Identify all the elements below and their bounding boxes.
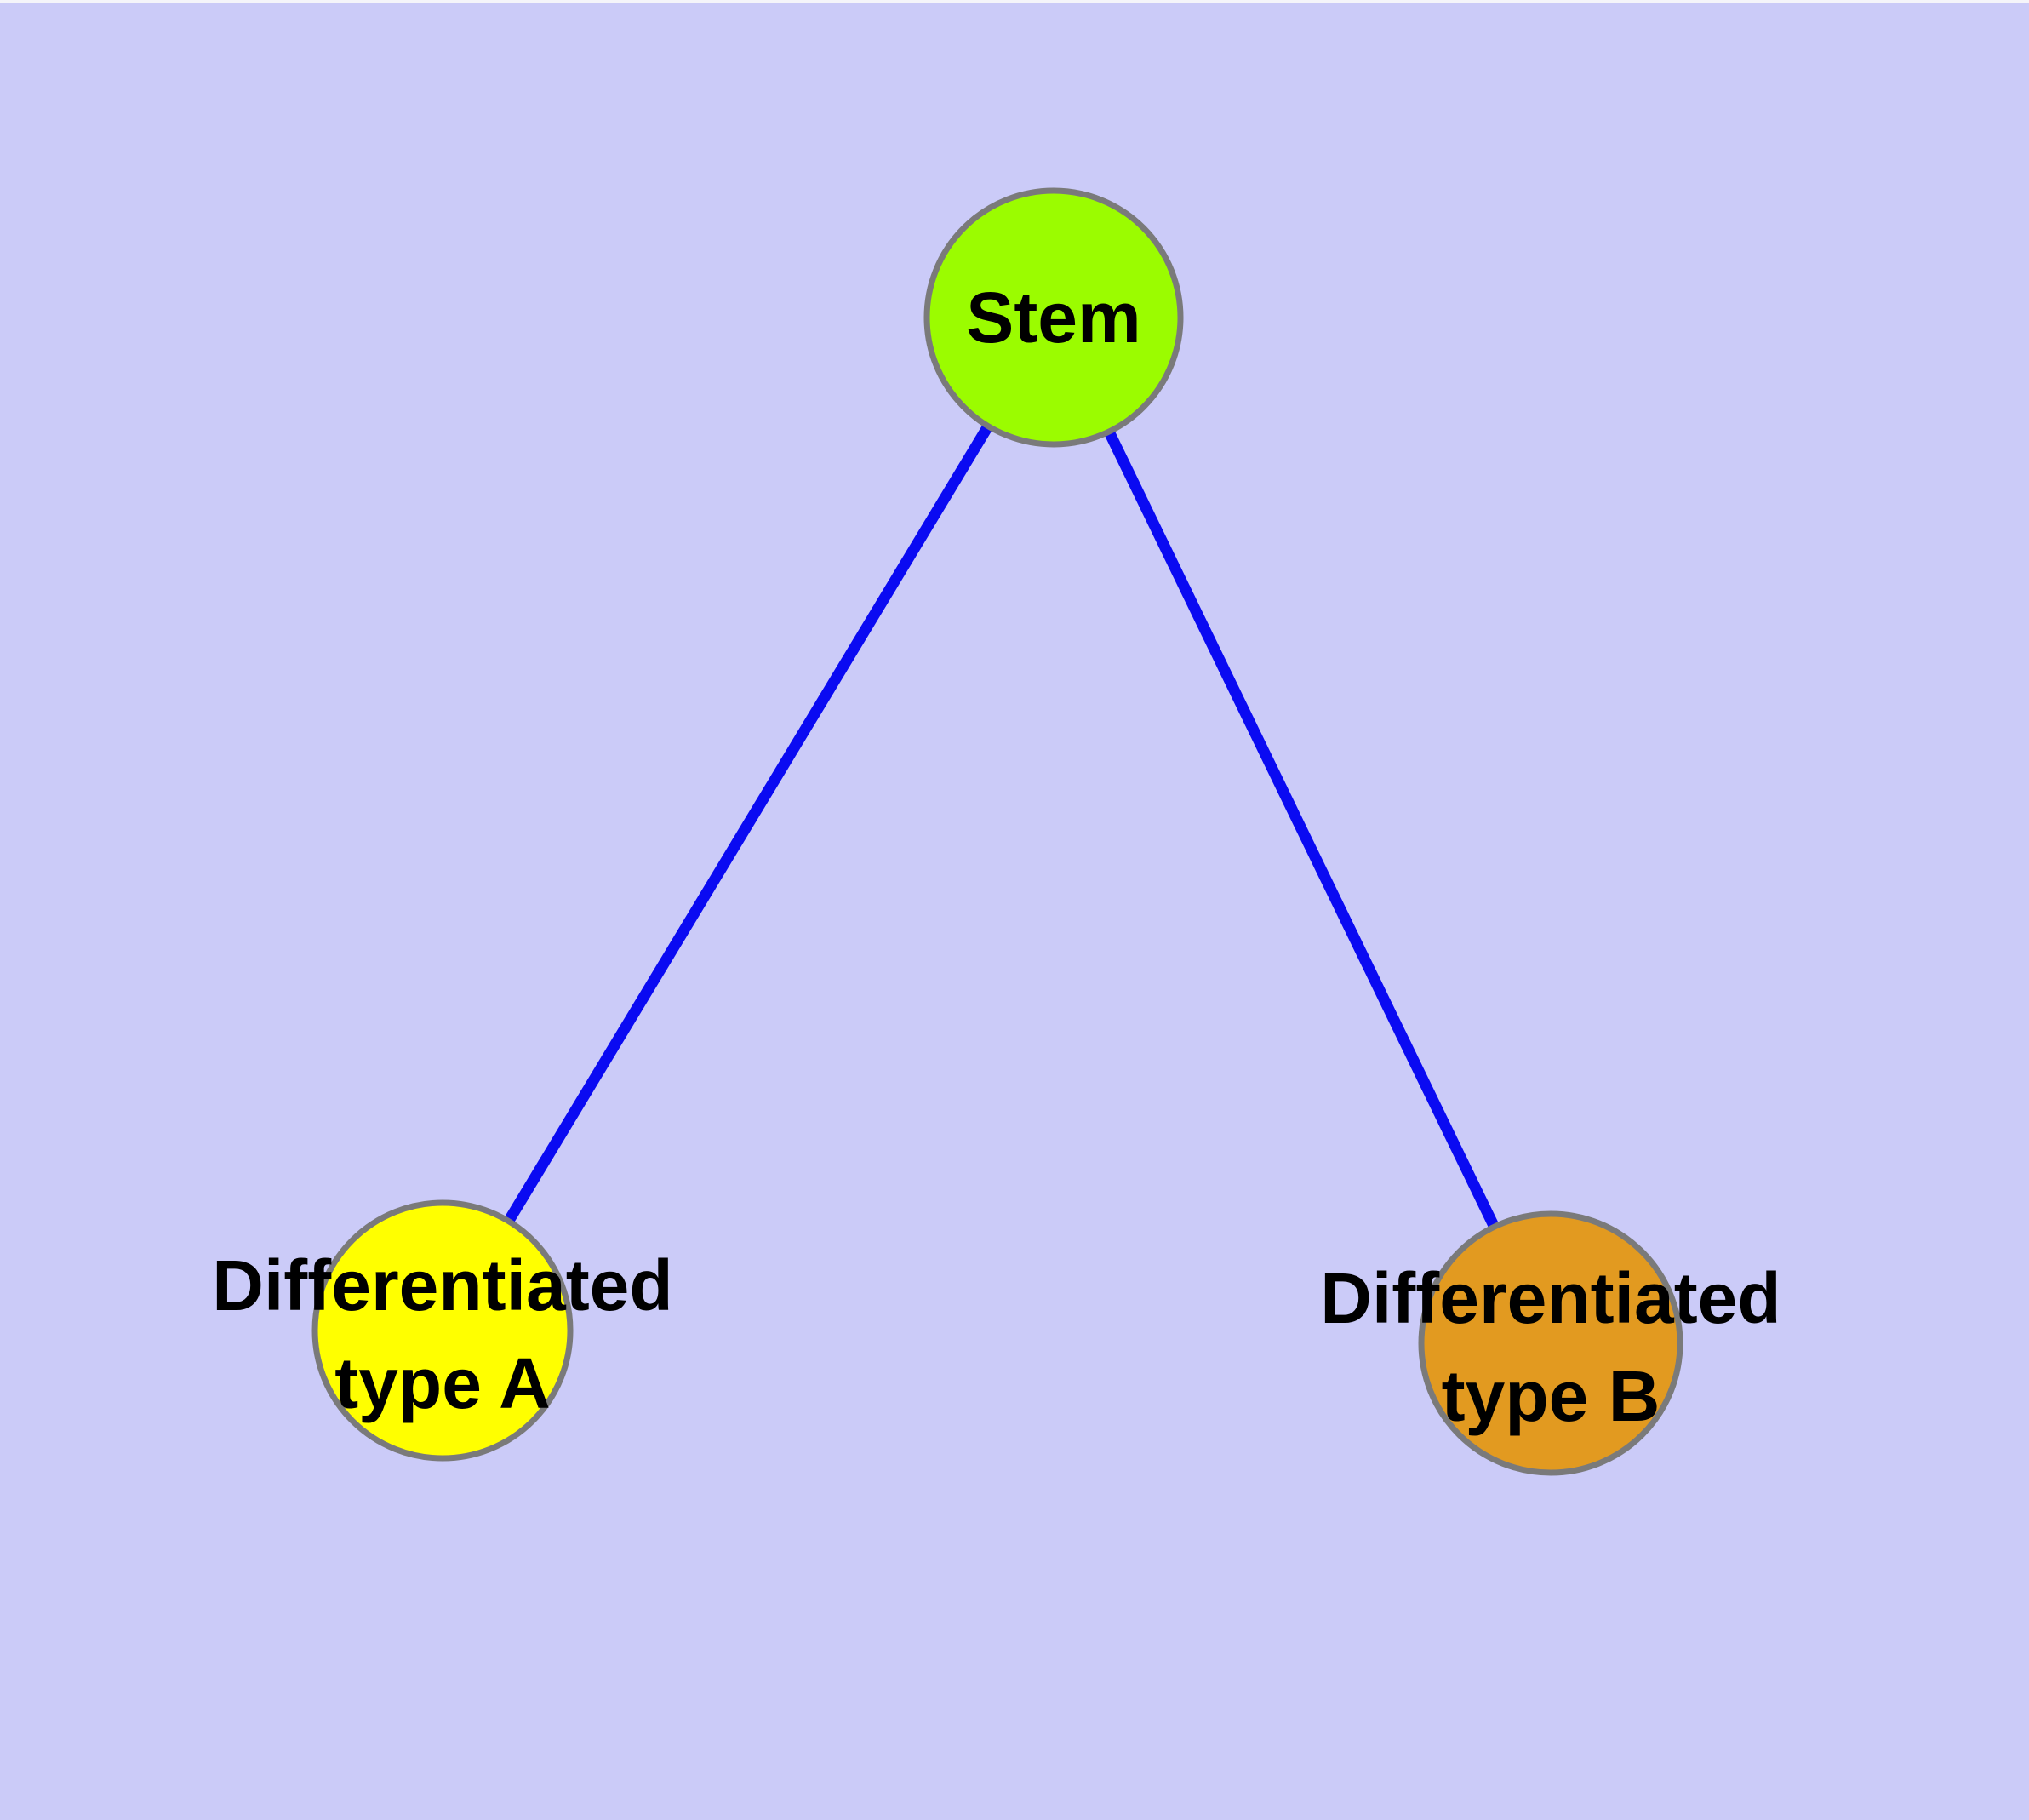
edge-stem-to-type-b — [1049, 315, 1556, 1346]
node-differentiated-type-b: Differentiated type B — [1320, 1210, 1781, 1476]
edge-stem-to-type-a — [437, 314, 1059, 1334]
node-type-b-label-line1: Differentiated — [1320, 1258, 1780, 1338]
node-differentiated-type-a: Differentiated type A — [212, 1199, 673, 1462]
node-type-b-circle — [1418, 1210, 1683, 1476]
node-type-a-label-line2: type A — [334, 1343, 551, 1423]
node-type-a-label-line1: Differentiated — [212, 1245, 672, 1325]
node-stem-circle — [923, 187, 1184, 448]
top-margin-strip — [0, 0, 2029, 3]
node-stem-label: Stem — [966, 278, 1140, 358]
node-type-a-circle — [311, 1199, 574, 1462]
node-stem: Stem — [923, 187, 1184, 448]
node-type-b-label-line2: type B — [1442, 1356, 1660, 1436]
